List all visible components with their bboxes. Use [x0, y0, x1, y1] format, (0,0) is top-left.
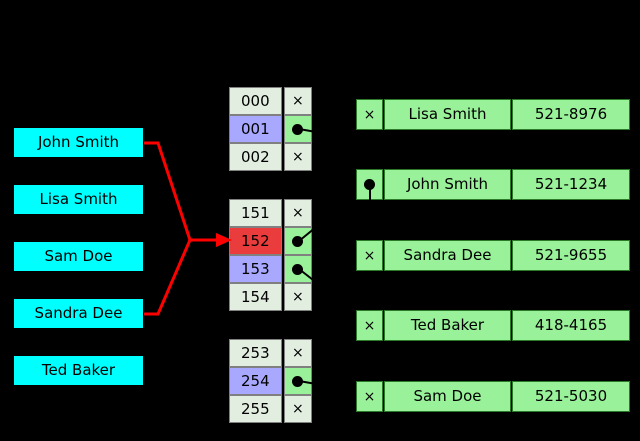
- key-label: John Smith: [37, 133, 120, 151]
- entry-phone: 418-4165: [512, 310, 630, 341]
- entry-end-marker[interactable]: ×: [356, 99, 383, 130]
- bucket-row[interactable]: 001: [229, 115, 312, 143]
- cross-icon: ×: [363, 317, 376, 334]
- entry-row[interactable]: × Lisa Smith 521-8976: [356, 99, 630, 130]
- hash-arrow-sandra-dee: [144, 239, 192, 316]
- key-label: Sam Doe: [44, 247, 113, 265]
- key-label: Sandra Dee: [34, 304, 123, 322]
- bucket-index: 254: [229, 367, 282, 395]
- cross-icon: ×: [363, 388, 376, 405]
- cross-icon: ×: [291, 345, 304, 361]
- bucket-pointer-filled[interactable]: [283, 227, 312, 255]
- cross-icon: ×: [363, 106, 376, 123]
- bucket-pointer-filled[interactable]: [283, 255, 312, 283]
- entry-phone: 521-8976: [512, 99, 630, 130]
- entry-row[interactable]: × Ted Baker 418-4165: [356, 310, 630, 341]
- bucket-row[interactable]: 255 ×: [229, 395, 312, 423]
- cross-icon: ×: [291, 289, 304, 305]
- bucket-group-253: 253 × 254 255 ×: [229, 339, 312, 423]
- key-box[interactable]: Ted Baker: [14, 356, 143, 385]
- entry-phone: 521-9655: [512, 240, 630, 271]
- entry-row[interactable]: John Smith 521-1234: [356, 169, 630, 200]
- hash-arrow-group: [144, 141, 222, 316]
- bucket-pointer-empty[interactable]: ×: [283, 395, 312, 423]
- bucket-index: 253: [229, 339, 282, 367]
- entry-row[interactable]: × Sam Doe 521-5030: [356, 381, 630, 412]
- bucket-pointer-filled[interactable]: [283, 115, 312, 143]
- bucket-index: 151: [229, 199, 282, 227]
- entry-name: Lisa Smith: [384, 99, 511, 130]
- key-box[interactable]: Sandra Dee: [14, 299, 143, 328]
- cross-icon: ×: [291, 401, 304, 417]
- entry-name: John Smith: [384, 169, 511, 200]
- key-box[interactable]: John Smith: [14, 128, 143, 157]
- key-box[interactable]: Lisa Smith: [14, 185, 143, 214]
- entry-name: Ted Baker: [384, 310, 511, 341]
- hash-arrow-john-smith: [144, 141, 192, 241]
- bucket-row[interactable]: 253 ×: [229, 339, 312, 367]
- key-box[interactable]: Sam Doe: [14, 242, 143, 271]
- entry-name: Sandra Dee: [384, 240, 511, 271]
- bucket-row[interactable]: 254: [229, 367, 312, 395]
- bucket-index: 001: [229, 115, 282, 143]
- bucket-row[interactable]: 153: [229, 255, 312, 283]
- key-label: Lisa Smith: [39, 190, 118, 208]
- dot-icon: [292, 375, 304, 387]
- dot-icon: [292, 123, 304, 135]
- cross-icon: ×: [291, 93, 304, 109]
- bucket-index: 152: [229, 227, 282, 255]
- bucket-group-000: 000 × 001 002 ×: [229, 87, 312, 171]
- cross-icon: ×: [291, 149, 304, 165]
- bucket-pointer-empty[interactable]: ×: [283, 143, 312, 171]
- cross-icon: ×: [291, 205, 304, 221]
- bucket-row[interactable]: 154 ×: [229, 283, 312, 311]
- bucket-row[interactable]: 000 ×: [229, 87, 312, 115]
- bucket-index: 000: [229, 87, 282, 115]
- bucket-pointer-empty[interactable]: ×: [283, 339, 312, 367]
- bucket-pointer-empty[interactable]: ×: [283, 283, 312, 311]
- dot-icon: [292, 263, 304, 275]
- entry-name: Sam Doe: [384, 381, 511, 412]
- bucket-index: 153: [229, 255, 282, 283]
- bucket-pointer-empty[interactable]: ×: [283, 199, 312, 227]
- entry-end-marker[interactable]: ×: [356, 381, 383, 412]
- bucket-pointer-filled[interactable]: [283, 367, 312, 395]
- bucket-index: 154: [229, 283, 282, 311]
- entry-end-marker[interactable]: ×: [356, 240, 383, 271]
- cross-icon: ×: [363, 247, 376, 264]
- entry-chain-pointer[interactable]: [356, 169, 383, 200]
- entry-phone: 521-5030: [512, 381, 630, 412]
- bucket-pointer-empty[interactable]: ×: [283, 87, 312, 115]
- dot-icon: [364, 179, 375, 190]
- bucket-index: 002: [229, 143, 282, 171]
- entry-phone: 521-1234: [512, 169, 630, 200]
- bucket-group-151: 151 × 152 153 154 ×: [229, 199, 312, 311]
- bucket-row[interactable]: 151 ×: [229, 199, 312, 227]
- entry-row[interactable]: × Sandra Dee 521-9655: [356, 240, 630, 271]
- bucket-row[interactable]: 152: [229, 227, 312, 255]
- entry-end-marker[interactable]: ×: [356, 310, 383, 341]
- key-label: Ted Baker: [41, 361, 116, 379]
- dot-icon: [292, 235, 304, 247]
- bucket-index: 255: [229, 395, 282, 423]
- bucket-row[interactable]: 002 ×: [229, 143, 312, 171]
